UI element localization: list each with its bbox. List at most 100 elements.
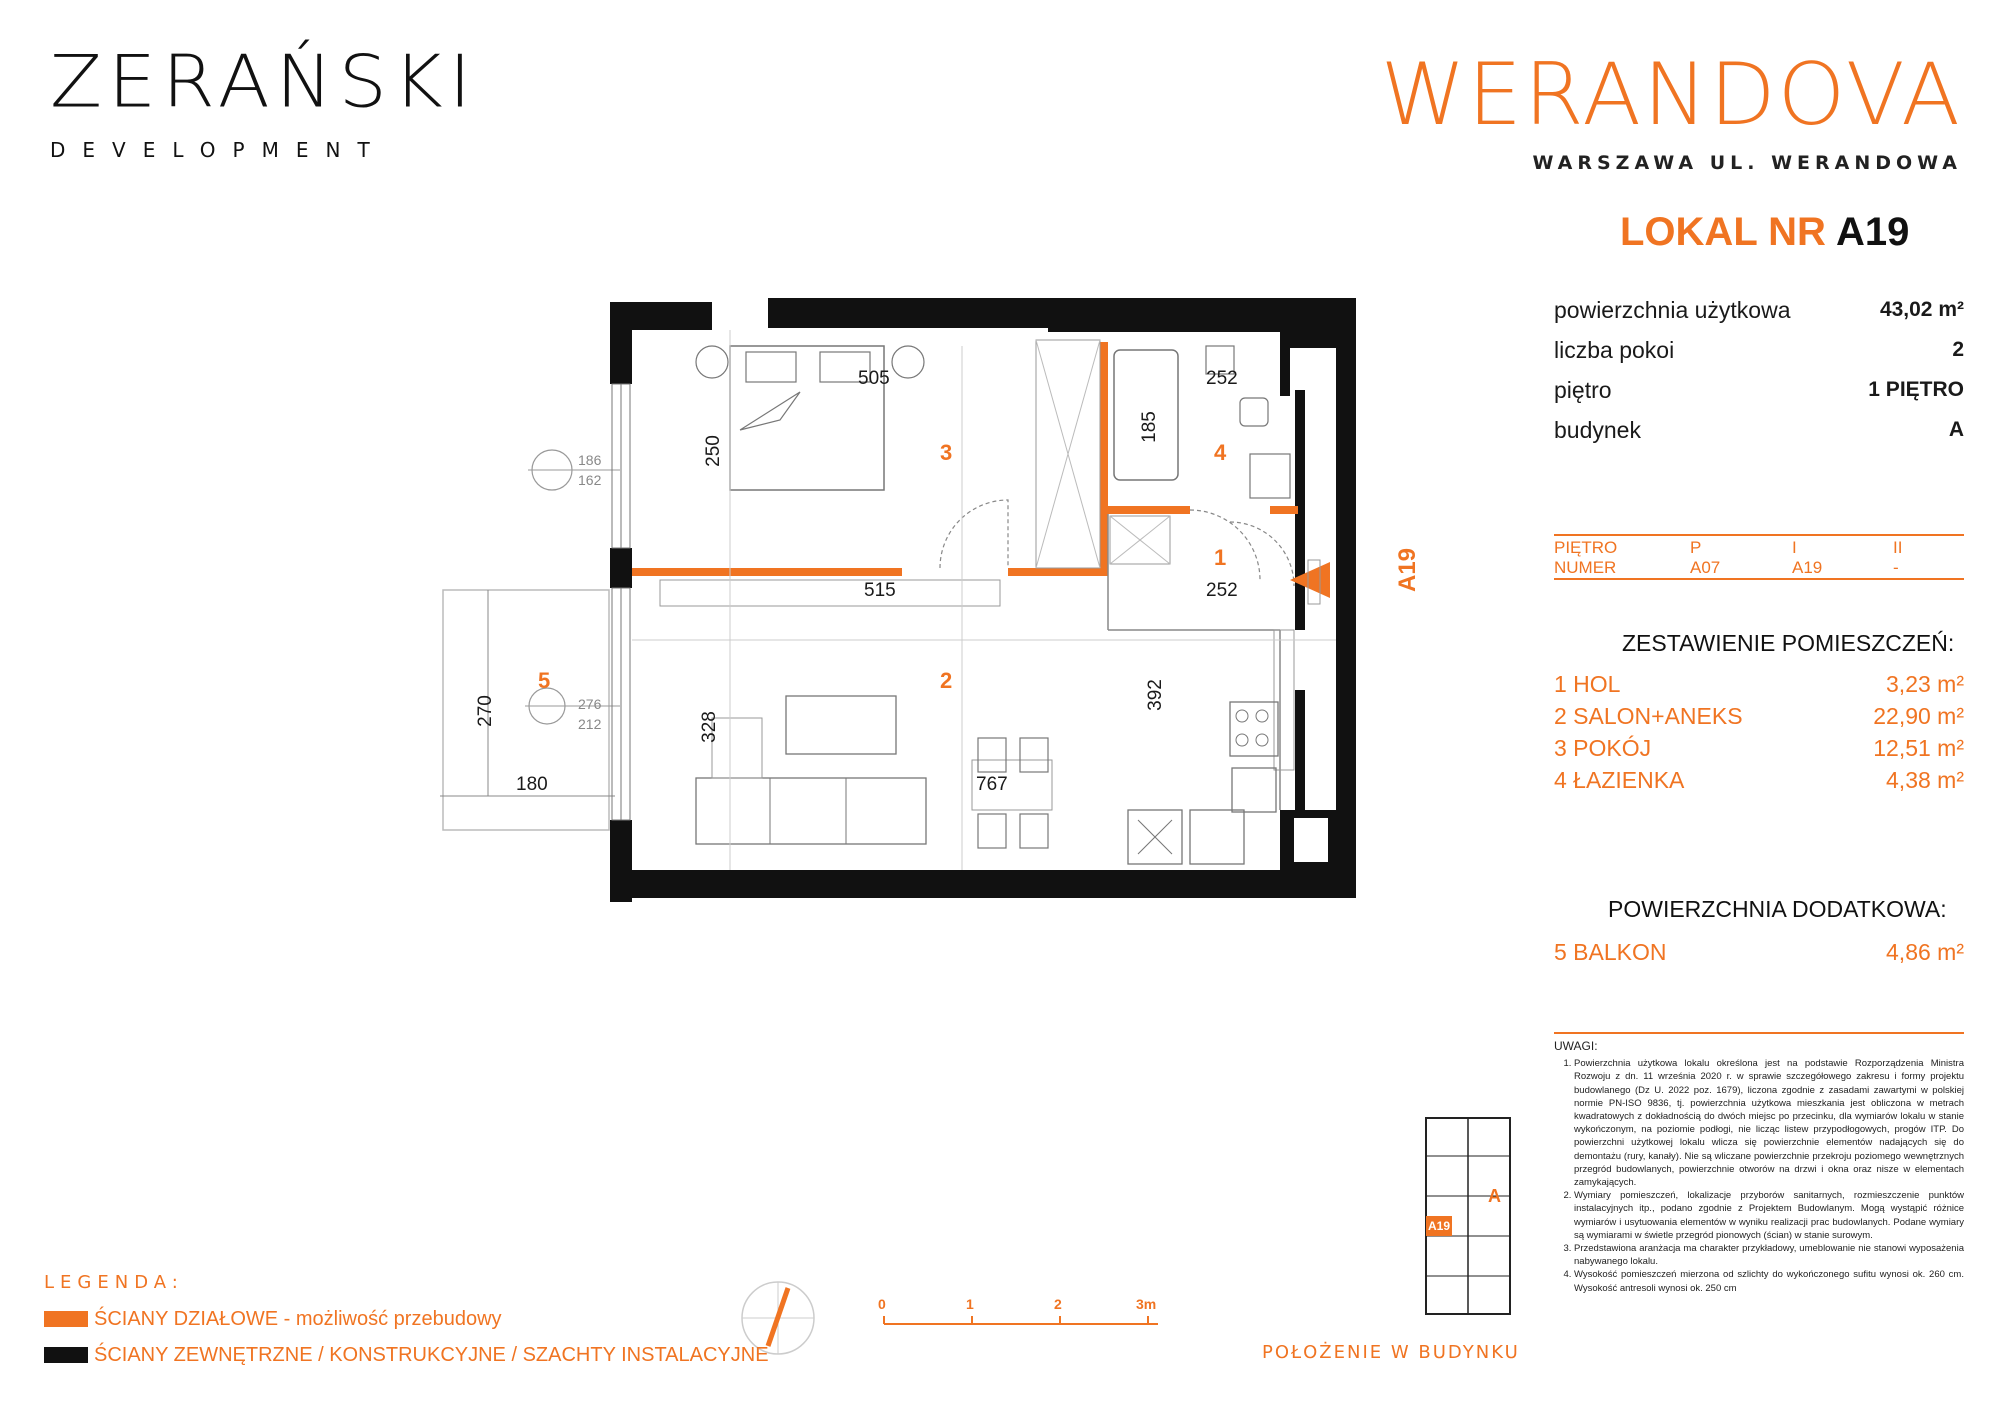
info-value: 43,02 m²	[1879, 298, 1964, 321]
room-name: 2 SALON+ANEKS	[1554, 702, 1743, 729]
key-plan	[1425, 1117, 1511, 1315]
unit-highlight	[1426, 1216, 1452, 1236]
info-value: A	[1948, 418, 1964, 441]
note-item: Przedstawiona aranżacja ma charakter prz…	[1574, 1242, 1964, 1268]
room-name: 5 BALKON	[1554, 938, 1667, 965]
dim-label: 185	[1138, 411, 1160, 443]
dim-label: 392	[1144, 679, 1166, 711]
dim-label: 180	[516, 774, 548, 795]
dim-label: 212	[578, 716, 602, 732]
exterior-wall	[1295, 390, 1305, 630]
location-label: POŁOŻENIE W BUDYNKU	[1262, 1342, 1520, 1363]
exterior-wall	[610, 302, 712, 330]
dim-label: 270	[474, 695, 496, 727]
entry-label: A19	[1394, 547, 1422, 593]
partition-wall	[1270, 506, 1298, 514]
nightstand-lamp	[891, 345, 925, 379]
notes-title: UWAGI:	[1554, 1039, 1598, 1053]
dim-label: 515	[864, 580, 896, 601]
sink	[1205, 345, 1235, 375]
dim-label: 252	[1206, 368, 1238, 389]
cooktop	[1229, 701, 1279, 757]
info-value: 1 PIĘTRO	[1868, 378, 1964, 401]
washing-machine	[1249, 453, 1291, 499]
wardrobe	[1035, 339, 1101, 569]
exterior-wall	[610, 548, 632, 588]
legend-title: LEGENDA:	[44, 1272, 184, 1293]
scale-tick: 0	[878, 1296, 886, 1312]
floor-cell: PIĘTRO	[1554, 538, 1618, 557]
balcony-outline	[442, 589, 610, 831]
key-plan-building: A	[1488, 1186, 1501, 1206]
scale-tick: 2	[1054, 1296, 1062, 1312]
chair	[1019, 813, 1049, 849]
dim-label: 252	[1206, 580, 1238, 601]
door-swing	[1229, 521, 1295, 587]
floor-cell: A19	[1792, 558, 1823, 577]
extra-title: POWIERZCHNIA DODATKOWA:	[1608, 896, 1947, 922]
coffee-table	[785, 695, 897, 755]
info-label: powierzchnia użytkowa	[1554, 296, 1791, 323]
note-item: Powierzchnia użytkowa lokalu określona j…	[1574, 1057, 1964, 1189]
unit-label: LOKAL NR	[1620, 210, 1826, 254]
exterior-wall	[1295, 690, 1305, 810]
key-plan-unit: A19	[1428, 1219, 1451, 1233]
dim-label: 505	[858, 368, 890, 389]
legend-swatch	[44, 1347, 88, 1363]
pillow	[819, 351, 871, 383]
wardrobe	[1035, 339, 1101, 569]
legend-swatch	[44, 1311, 88, 1327]
partition-wall	[1100, 342, 1108, 576]
room-row: 5 BALKON 4,86 m²	[1554, 936, 1964, 968]
exterior-wall	[768, 298, 1048, 328]
room-row: 4 ŁAZIENKA 4,38 m²	[1554, 764, 1964, 796]
toilet	[1239, 397, 1269, 427]
armchair	[711, 717, 763, 779]
room-area: 4,86 m²	[1886, 938, 1964, 965]
room-area: 3,23 m²	[1886, 670, 1964, 697]
chair	[977, 737, 1007, 773]
kitchen-sink	[1231, 767, 1277, 813]
chair	[1019, 737, 1049, 773]
exterior-wall	[610, 870, 1356, 898]
legend-label: ŚCIANY DZIAŁOWE - możliwość przebudowy	[94, 1307, 502, 1330]
dim-label: 250	[702, 435, 724, 467]
dining-table	[971, 759, 1053, 811]
burner-icon	[1235, 733, 1249, 747]
kitchen-counter	[1273, 629, 1295, 771]
developer-logo: ZERAŃSKI	[50, 39, 478, 124]
bathtub	[1113, 349, 1179, 481]
room-number: 3	[940, 440, 953, 465]
floor-row: NUMER A07 A19 -	[1554, 558, 1964, 578]
note-item: Wysokość pomieszczeń mierzona od szlicht…	[1574, 1268, 1964, 1294]
floor-table: PIĘTRO P I II NUMER A07 A19 -	[1554, 538, 1964, 580]
room-number: 4	[1214, 440, 1227, 465]
developer-tagline: DEVELOPMENT	[50, 138, 387, 162]
room-area: 12,51 m²	[1873, 734, 1964, 761]
door-swing	[939, 499, 1009, 569]
exterior-wall	[1336, 298, 1356, 898]
room-name: 1 HOL	[1554, 670, 1621, 697]
shaft-wall	[1280, 348, 1290, 396]
floor-cell: A07	[1690, 558, 1721, 577]
blanket	[739, 391, 801, 431]
room-area: 4,38 m²	[1886, 766, 1964, 793]
legend-row: ŚCIANY ZEWNĘTRZNE / KONSTRUKCYJNE / SZAC…	[44, 1342, 769, 1368]
info-row: budynek A	[1554, 410, 1964, 450]
info-row: piętro 1 PIĘTRO	[1554, 370, 1964, 410]
room-number: 2	[940, 668, 953, 693]
floor-cell: NUMER	[1554, 558, 1617, 577]
partition-wall	[632, 568, 902, 576]
partition-wall	[1100, 506, 1190, 514]
burner-icon	[1255, 733, 1269, 747]
info-row: liczba pokoi 2	[1554, 330, 1964, 370]
project-logo: WERANDOVA	[1380, 45, 1962, 145]
door	[1307, 559, 1321, 605]
legend-row: ŚCIANY DZIAŁOWE - możliwość przebudowy	[44, 1306, 502, 1332]
room-row: 1 HOL 3,23 m²	[1554, 668, 1964, 700]
north-arrow-icon	[741, 1281, 815, 1355]
room-number: 5	[538, 668, 551, 693]
scale-tick: 1	[966, 1296, 974, 1312]
room-name: 4 ŁAZIENKA	[1554, 766, 1685, 793]
divider	[1554, 1032, 1964, 1034]
